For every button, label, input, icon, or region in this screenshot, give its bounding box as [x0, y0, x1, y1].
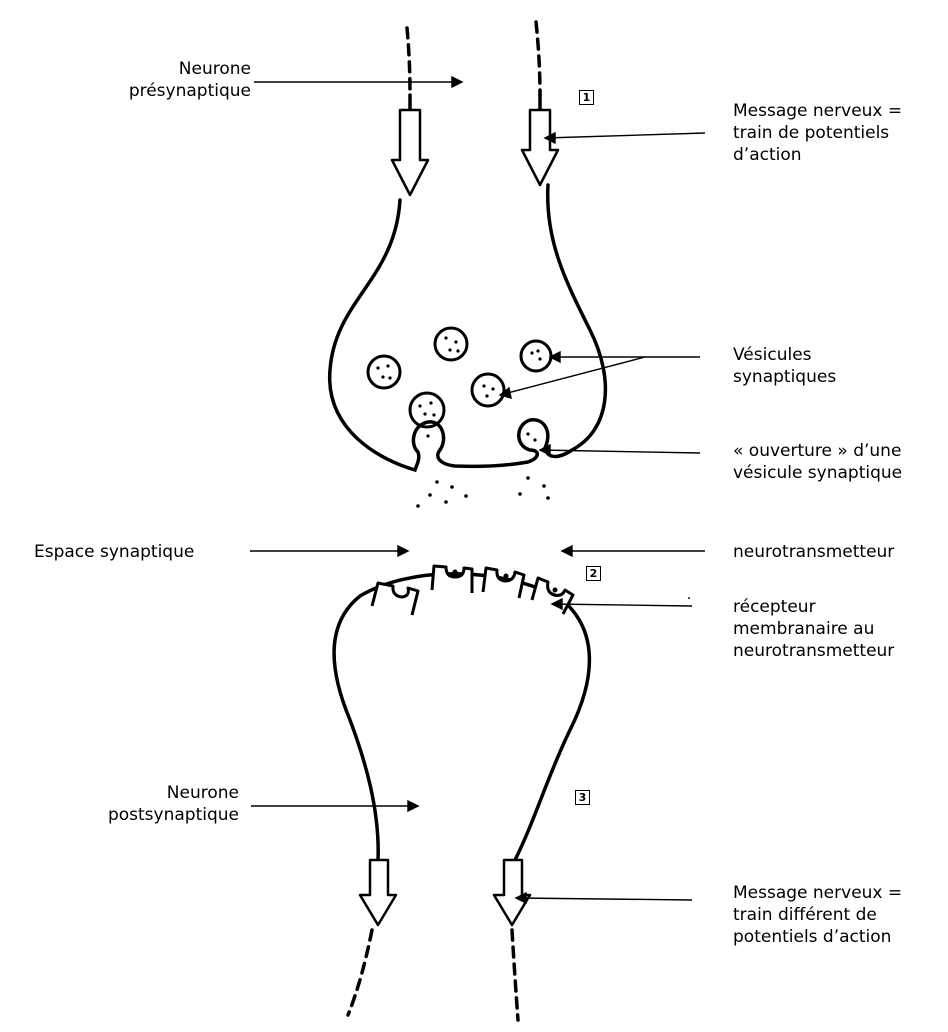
- label-vesicules-synaptiques: Vésicules synaptiques: [733, 344, 945, 388]
- label-message-nerveux-1: Message nerveux = train de potentiels d’…: [733, 100, 945, 166]
- presynaptic-axon-left-dashed: [407, 28, 410, 95]
- message-arrow-post-left: [360, 860, 396, 925]
- pointer-vesicules: [500, 357, 700, 395]
- label-ouverture-vesicule: « ouverture » d’une vésicule synaptique: [733, 440, 947, 484]
- membrane-receptors: [372, 566, 573, 615]
- message-arrow-pre-left: [392, 110, 428, 195]
- label-recepteur-membranaire: récepteur membranaire au neurotransmette…: [733, 596, 945, 662]
- label-message-nerveux-2: Message nerveux = train différent de pot…: [733, 882, 945, 948]
- step-number-1: 1: [579, 90, 594, 105]
- postsynaptic-axon-right-dashed: [512, 930, 518, 1020]
- message-arrow-post-right: [494, 860, 530, 925]
- synaptic-vesicles: [368, 328, 551, 427]
- step-number-2: 2: [586, 566, 601, 581]
- pointer-message-1: [545, 133, 705, 138]
- step-number-3: 3: [575, 790, 590, 805]
- label-espace-synaptique: Espace synaptique: [34, 541, 254, 563]
- postsynaptic-neuron-outline: [334, 574, 589, 860]
- postsynaptic-axon-left-dashed: [348, 930, 372, 1015]
- message-arrow-pre-right: [522, 110, 558, 185]
- label-neurone-postsynaptique: Neurone postsynaptique: [100, 782, 239, 826]
- presynaptic-axon-right-dashed: [536, 22, 540, 95]
- presynaptic-terminal-outline: [330, 185, 606, 470]
- label-neurone-presynaptique: Neurone présynaptique: [100, 58, 251, 102]
- label-neurotransmetteur: neurotransmetteur: [733, 541, 945, 563]
- neurotransmitter-dot: [435, 480, 439, 484]
- pointer-recepteur: [552, 604, 692, 606]
